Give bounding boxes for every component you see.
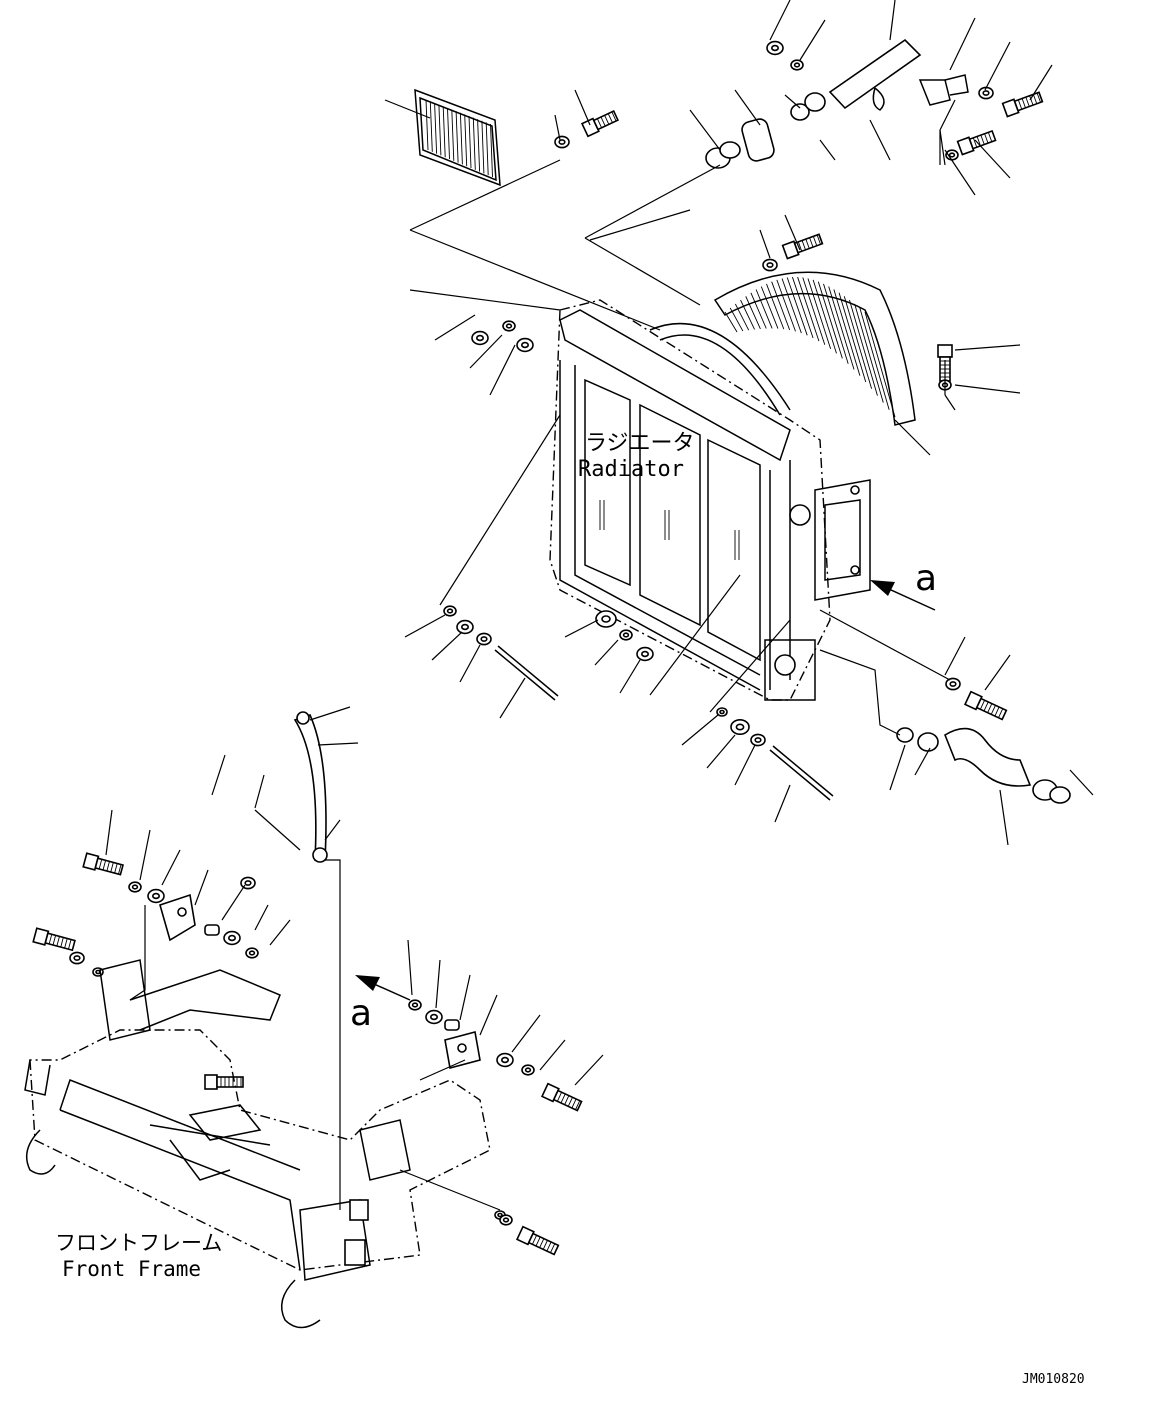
washer-icon: [619, 629, 633, 641]
bolt-icon: [1001, 91, 1044, 118]
bolts-and-washers: [32, 40, 1044, 1256]
mount-brackets: [159, 893, 481, 1069]
washer-icon: [554, 135, 570, 149]
washer-icon: [443, 605, 457, 617]
mounting-rods: [494, 645, 834, 801]
washer-icon: [245, 947, 259, 959]
fan-guard: [713, 271, 916, 426]
radiator-assembly: [549, 299, 871, 701]
washer-icon: [223, 930, 241, 946]
radiator-label-jp: ラジエータ: [585, 431, 695, 456]
washer-icon: [762, 258, 778, 272]
bolt-icon: [956, 129, 997, 156]
washer-icon: [499, 1214, 513, 1226]
washer-icon: [496, 1052, 514, 1068]
washer-icon: [595, 610, 617, 628]
washer-icon: [128, 881, 142, 893]
view-arrow-bottom-label: a: [350, 993, 372, 1034]
washer-icon: [69, 951, 85, 965]
mesh-screen: [414, 88, 501, 187]
radiator-label-en: Radiator: [578, 457, 684, 482]
washer-icon: [147, 888, 165, 904]
bolt-icon: [937, 344, 953, 382]
bolt-icon: [515, 1225, 560, 1256]
bolt-icon: [963, 690, 1008, 721]
washer-icon: [502, 320, 516, 332]
washer-icon: [456, 619, 474, 635]
washer-icon: [730, 718, 750, 735]
washer-icon: [790, 59, 804, 71]
washer-icon: [408, 999, 422, 1011]
washer-icon: [425, 1009, 443, 1025]
view-arrow-top: [870, 580, 936, 611]
front-frame-label-en: Front Frame: [62, 1257, 201, 1281]
view-arrow-bottom: [355, 975, 411, 1001]
bolt-icon: [580, 110, 619, 138]
bolt-icon: [540, 1082, 583, 1112]
bolt-icon: [32, 927, 76, 952]
bolt-icon: [781, 233, 824, 260]
bolt-icon: [204, 1074, 244, 1090]
washer-icon: [945, 677, 961, 691]
view-arrow-top-label: a: [915, 558, 937, 599]
washer-icon: [716, 707, 728, 717]
washer-icon: [750, 733, 766, 747]
front-frame-label-jp: フロントフレーム: [55, 1231, 222, 1255]
washer-icon: [636, 646, 654, 662]
washer-icon: [476, 632, 492, 646]
washer-icon: [521, 1064, 535, 1076]
washer-icon: [766, 40, 784, 56]
leader-lines: [105, 0, 1094, 1211]
upper-hose-set: [705, 38, 969, 169]
bolt-icon: [82, 852, 124, 876]
lower-hose: [896, 727, 1071, 804]
drawing-code: JM010820: [1022, 1372, 1085, 1387]
washer-icon: [516, 337, 534, 353]
washer-icon: [471, 330, 489, 346]
overflow-pipe: [293, 711, 328, 863]
